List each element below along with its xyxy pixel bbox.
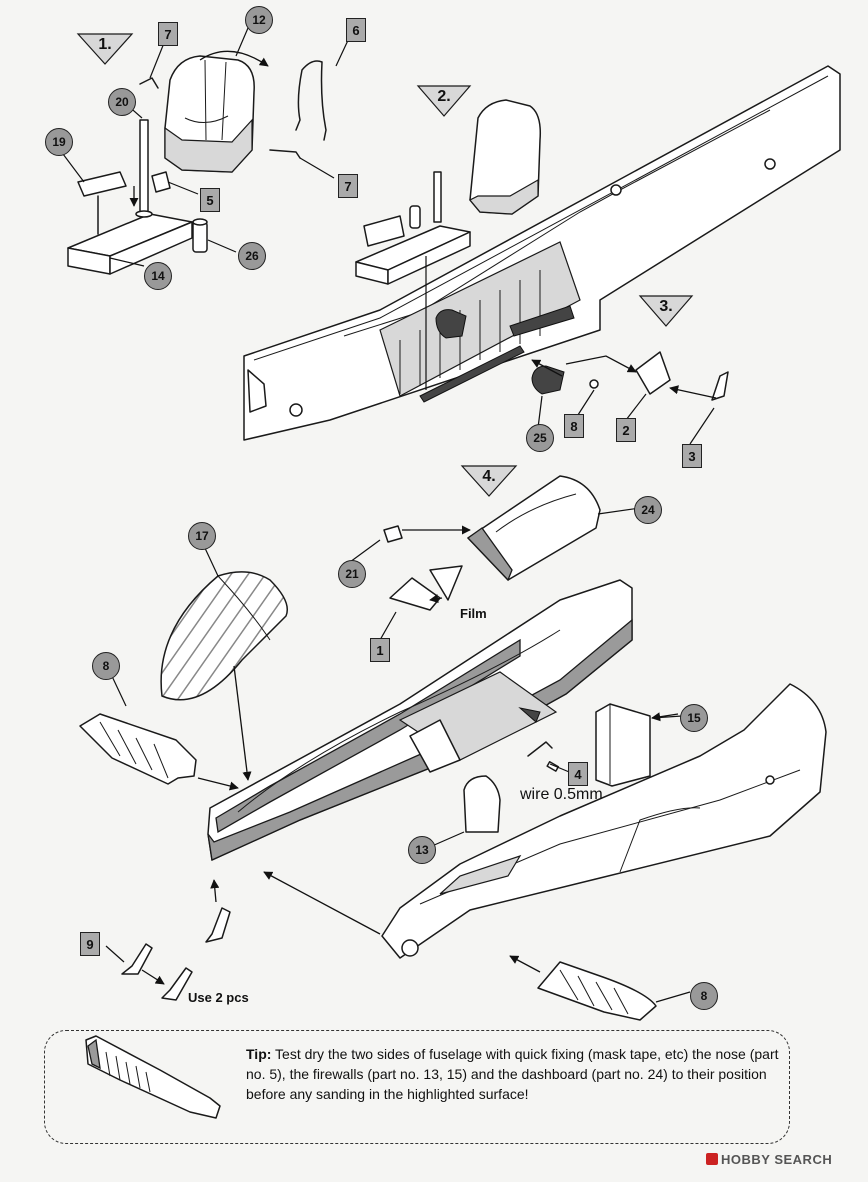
part-label-15: 15 [680, 704, 708, 732]
step4-wings [79, 713, 657, 1021]
step-triangles [76, 33, 694, 497]
part-label-9: 9 [80, 932, 100, 956]
watermark: HOBBY SEARCH [706, 1152, 832, 1167]
part-label-19: 19 [45, 128, 73, 156]
part-label-26: 26 [238, 242, 266, 270]
part-label-12: 12 [245, 6, 273, 34]
step4-dashboard [383, 475, 601, 611]
hobby-search-logo-icon [706, 1153, 718, 1165]
step2-fuselage [243, 65, 841, 441]
step-2-label: 2. [437, 88, 451, 105]
part-label-17: 17 [188, 522, 216, 550]
tip-label: Tip: [246, 1046, 272, 1062]
step-1-label: 1. [98, 36, 112, 53]
part-label-20: 20 [108, 88, 136, 116]
part-label-8-step3: 8 [564, 414, 584, 438]
film-note: Film [460, 606, 487, 621]
part-label-3: 3 [682, 444, 702, 468]
tip-box [44, 1030, 790, 1144]
part-label-7-bottom: 7 [338, 174, 358, 198]
step4-small-parts [121, 741, 560, 1001]
part-label-14: 14 [144, 262, 172, 290]
step1-arrows [129, 50, 269, 207]
tip-text: Tip: Test dry the two sides of fuselage … [246, 1044, 786, 1104]
part-label-25: 25 [526, 424, 554, 452]
step3-parts [435, 309, 729, 401]
step4-fuselage-right [381, 683, 827, 959]
step2-seat [355, 99, 542, 390]
part-label-6: 6 [346, 18, 366, 42]
step-3-label: 3. [659, 298, 673, 315]
step1-seat [164, 55, 255, 173]
part-label-7-top: 7 [158, 22, 178, 46]
tip-thumbnail [85, 1035, 221, 1119]
part-label-5: 5 [200, 188, 220, 212]
part-label-21: 21 [338, 560, 366, 588]
step4-fuselage-left [207, 579, 633, 861]
use-2-pcs-note: Use 2 pcs [188, 990, 249, 1005]
part-label-2: 2 [616, 418, 636, 442]
step-4-label: 4. [482, 468, 496, 485]
part-label-4: 4 [568, 762, 588, 786]
step4-firewalls [463, 703, 679, 833]
part-label-13: 13 [408, 836, 436, 864]
wire-note: wire 0.5mm [520, 786, 603, 803]
tip-body: Test dry the two sides of fuselage with … [246, 1046, 779, 1102]
step1-base [67, 119, 208, 275]
part-label-1: 1 [370, 638, 390, 662]
step1-belts [139, 60, 327, 159]
step4-canopy [160, 571, 288, 781]
part-label-24: 24 [634, 496, 662, 524]
part-label-8-wing-left: 8 [92, 652, 120, 680]
part-label-8-wing-right: 8 [690, 982, 718, 1010]
watermark-text: HOBBY SEARCH [721, 1152, 833, 1167]
